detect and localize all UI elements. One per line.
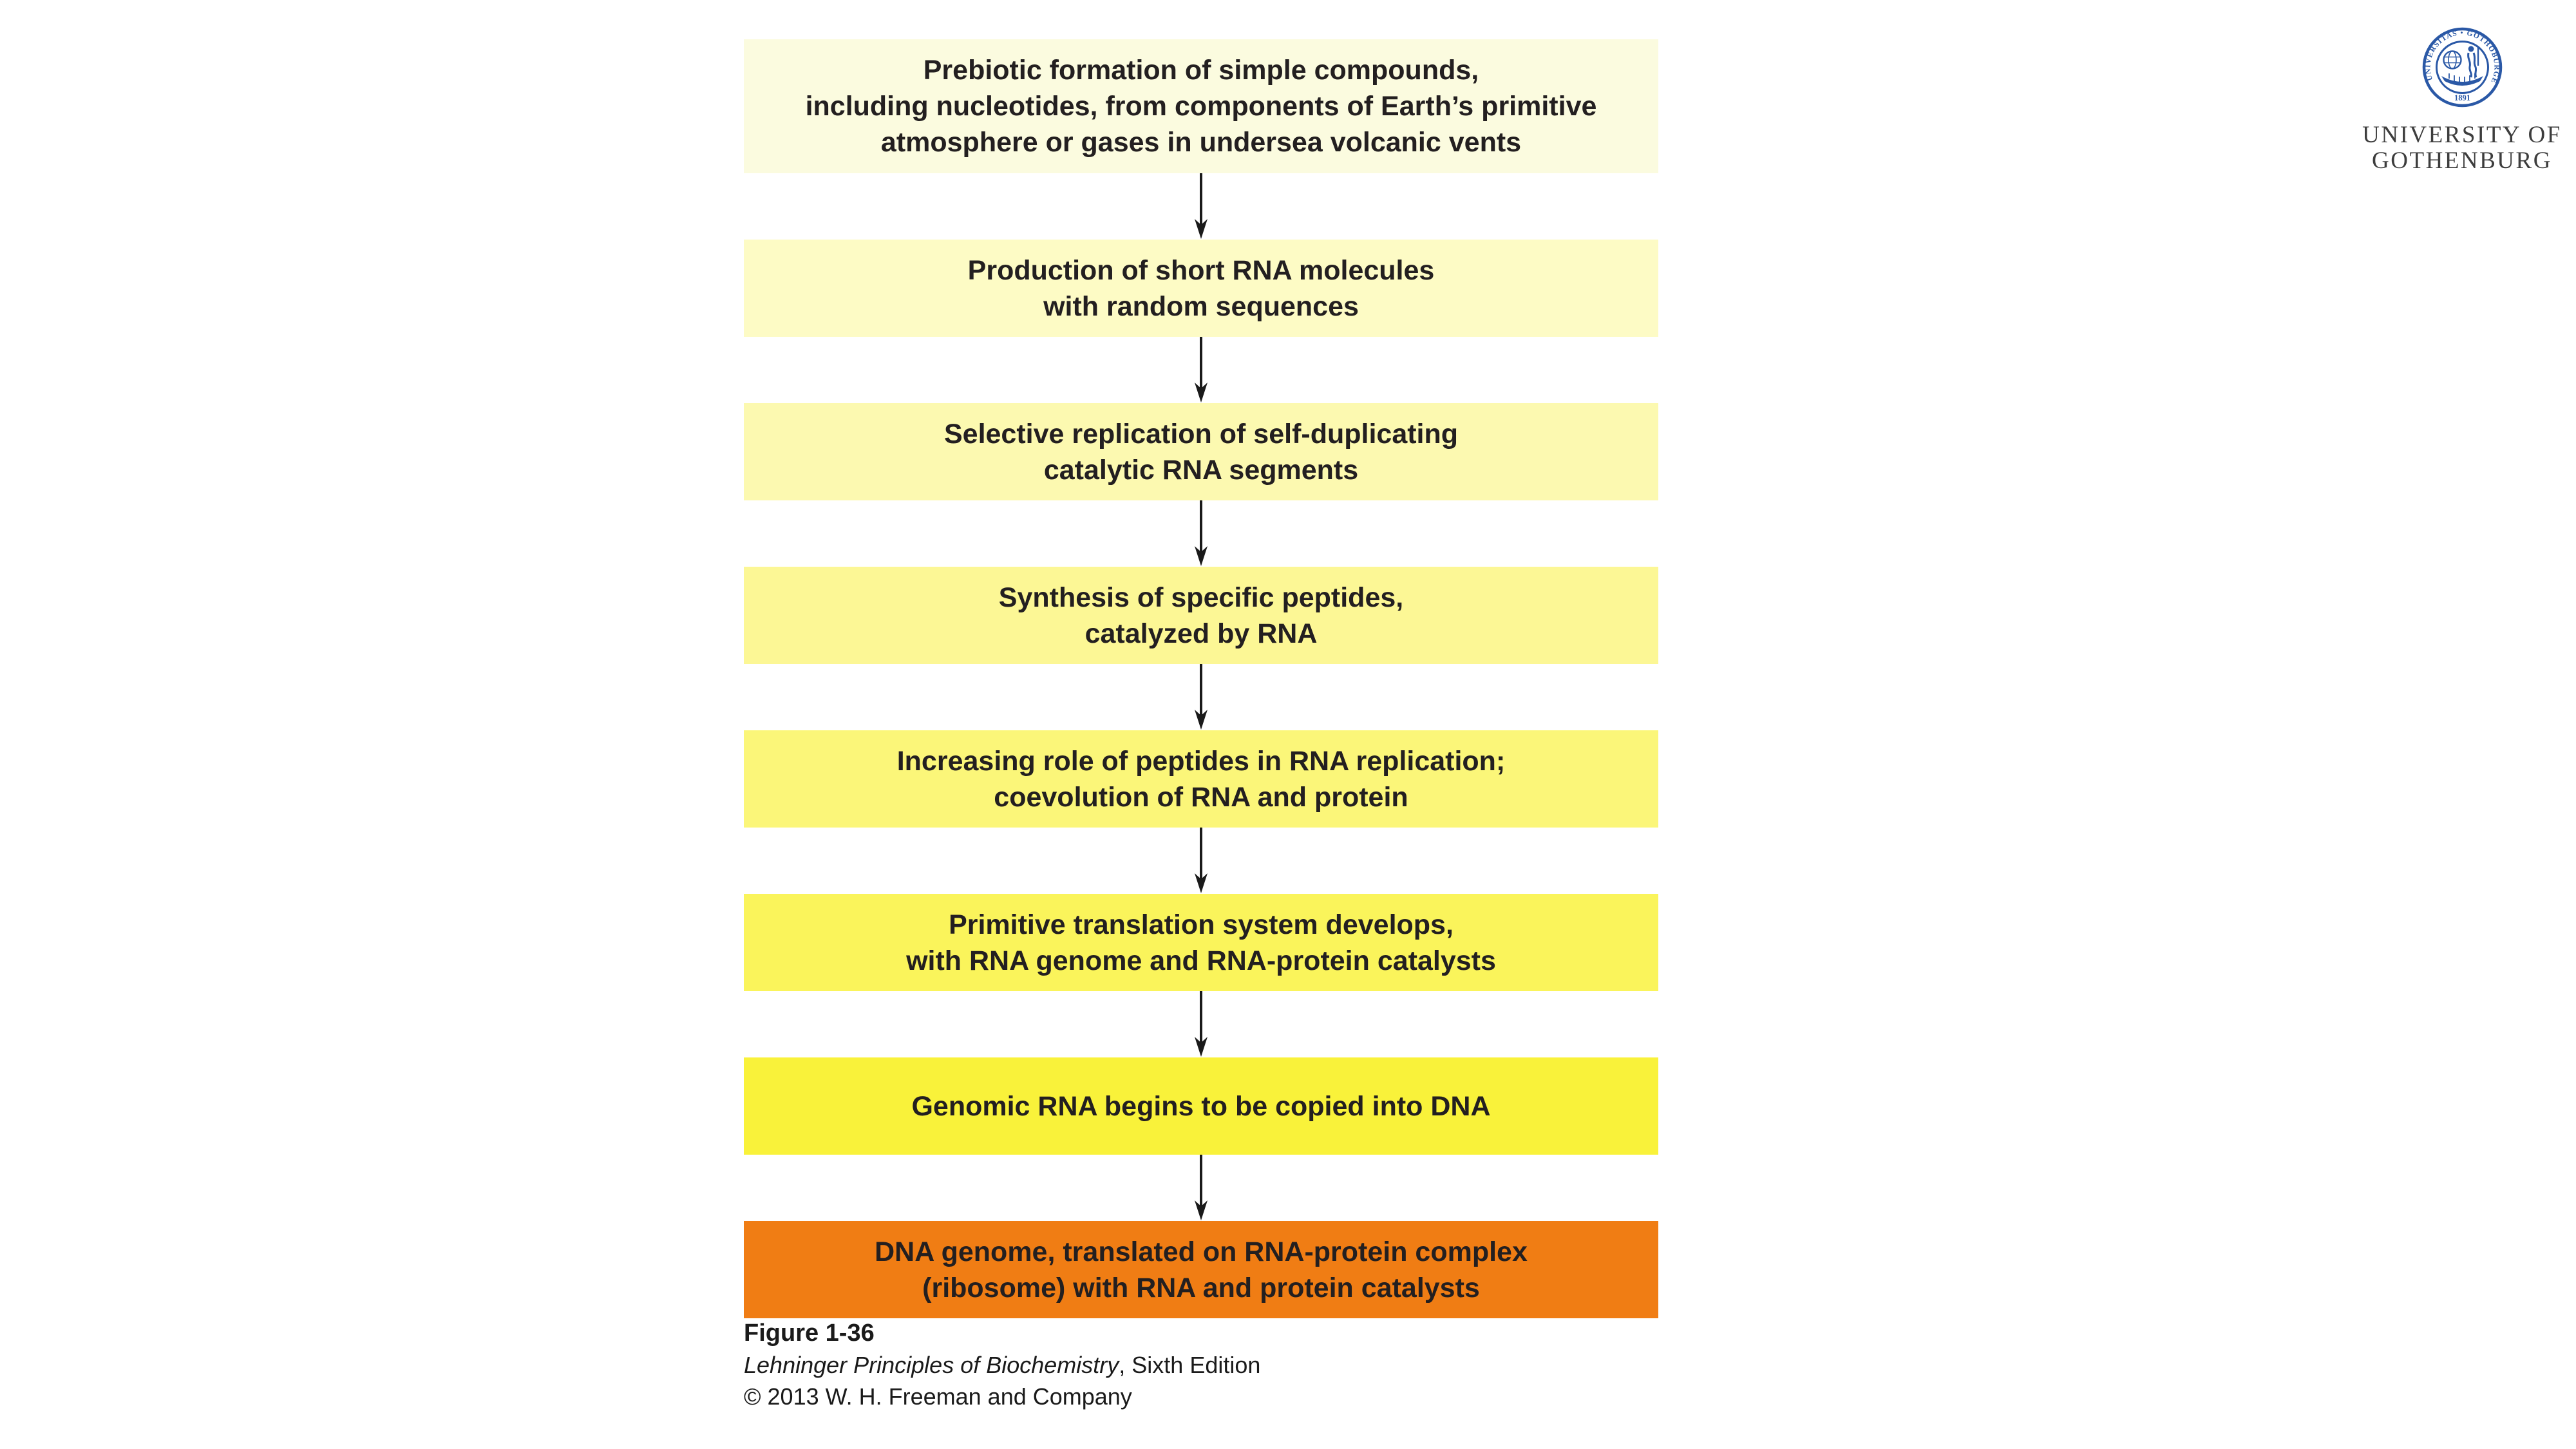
flowchart: Prebiotic formation of simple compounds,… [744,39,1658,1318]
down-arrow-icon [1187,337,1215,403]
down-arrow-icon [1187,173,1215,240]
flow-step-5: Increasing role of peptides in RNA repli… [744,730,1658,828]
book-reference: Lehninger Principles of Biochemistry, Si… [744,1349,1260,1381]
flow-step-2: Production of short RNA molecules with r… [744,240,1658,337]
flow-step-7: Genomic RNA begins to be copied into DNA [744,1057,1658,1155]
flow-step-3: Selective replication of self-duplicatin… [744,403,1658,500]
university-name-line2: GOTHENBURG [2372,147,2552,174]
flow-step-8: DNA genome, translated on RNA-protein co… [744,1221,1658,1318]
down-arrow-icon [1187,1155,1215,1221]
university-name: UNIVERSITY OF GOTHENBURG [2346,122,2576,174]
flow-step-6: Primitive translation system develops, w… [744,894,1658,991]
down-arrow-icon [1187,664,1215,730]
book-title: Lehninger Principles of Biochemistry [744,1352,1119,1378]
down-arrow-icon [1187,500,1215,567]
flow-step-4: Synthesis of specific peptides, catalyze… [744,567,1658,664]
copyright-line: © 2013 W. H. Freeman and Company [744,1383,1132,1410]
figure-number: Figure 1-36 [744,1320,875,1347]
figure-caption: Figure 1-36 Lehninger Principles of Bioc… [744,1318,1260,1412]
book-edition: , Sixth Edition [1119,1352,1261,1378]
university-name-line1: UNIVERSITY OF [2362,122,2562,148]
university-seal-icon: UNIVERSITAS • GOTHOBURGENSIS 1891 [2419,21,2503,108]
down-arrow-icon [1187,991,1215,1057]
flow-step-1: Prebiotic formation of simple compounds,… [744,39,1658,173]
down-arrow-icon [1187,828,1215,894]
seal-year: 1891 [2454,93,2470,102]
